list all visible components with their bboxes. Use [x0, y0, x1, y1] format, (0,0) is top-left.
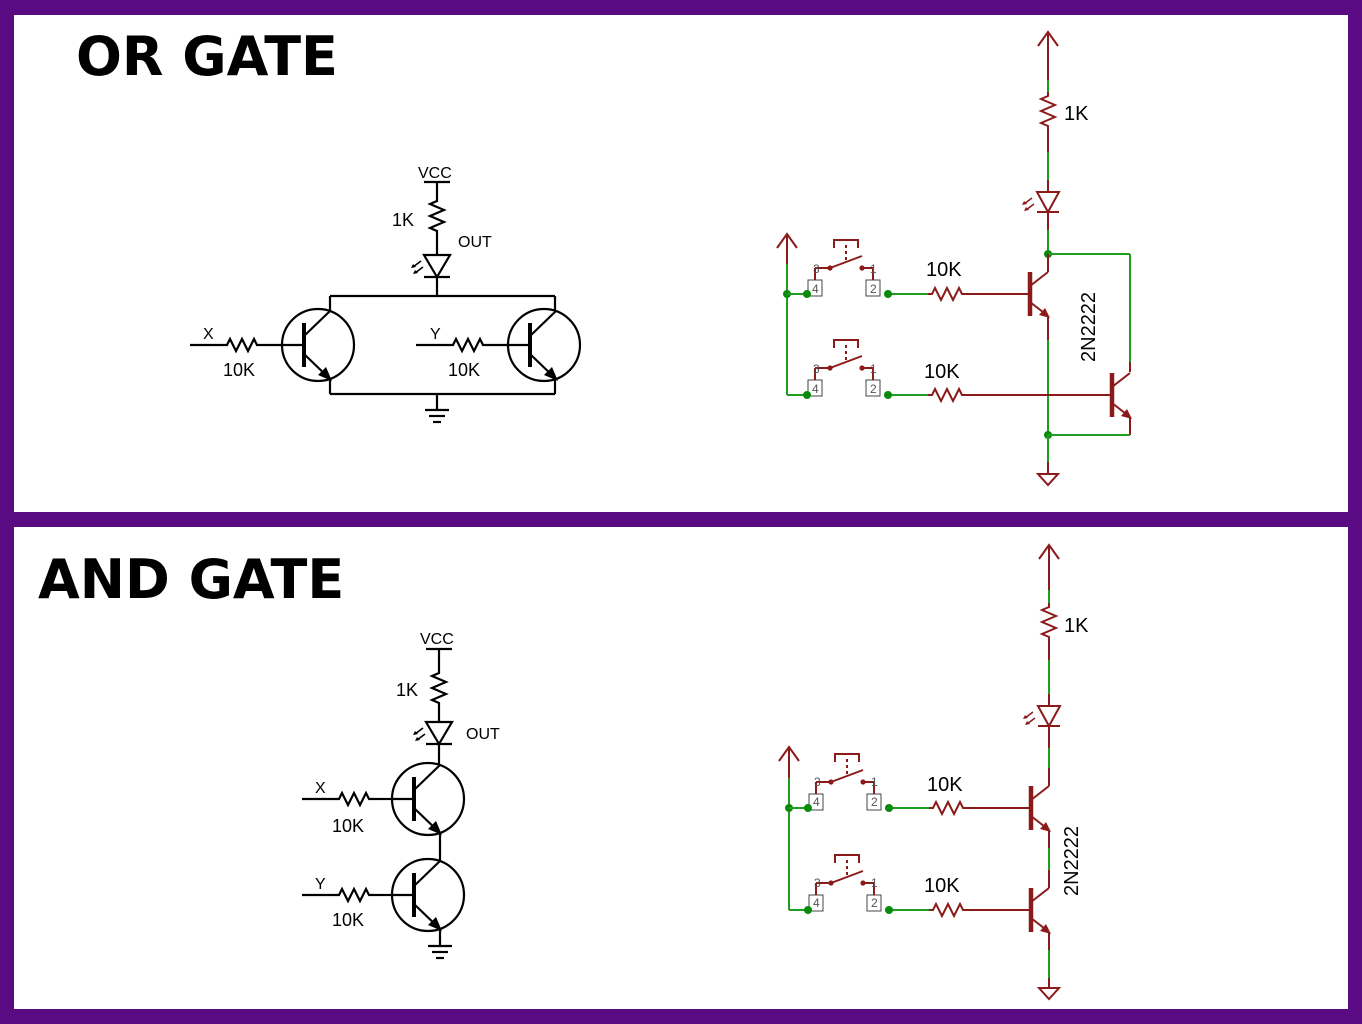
or-input-x: X	[203, 326, 214, 343]
svg-text:4: 4	[812, 282, 819, 296]
and-input-x: X	[315, 780, 326, 797]
svg-text:1: 1	[870, 362, 877, 376]
or-bb-res-a-label: 10K	[926, 259, 962, 281]
and-wiring: 1K 2N2222 10K 10K	[778, 544, 1089, 1000]
svg-text:1: 1	[870, 262, 877, 276]
or-vcc-label: VCC	[418, 165, 452, 182]
or-bb-pullup-label: 1K	[1064, 103, 1089, 125]
svg-text:2: 2	[870, 382, 877, 396]
and-bb-transistor-label: 2N2222	[1061, 826, 1083, 896]
and-panel	[14, 527, 1348, 1009]
or-pullup-label: 1K	[392, 210, 414, 230]
svg-text:3: 3	[814, 775, 821, 789]
or-panel	[14, 15, 1348, 512]
svg-text:4: 4	[813, 896, 820, 910]
svg-text:3: 3	[814, 876, 821, 890]
and-res-y-label: 10K	[332, 910, 364, 930]
and-out-label: OUT	[466, 726, 500, 743]
or-res-x-label: 10K	[223, 360, 255, 380]
and-vcc-label: VCC	[420, 631, 454, 648]
svg-text:1: 1	[871, 876, 878, 890]
svg-text:2: 2	[870, 282, 877, 296]
svg-text:1: 1	[871, 775, 878, 789]
and-pullup-label: 1K	[396, 680, 418, 700]
and-bb-res-b-label: 10K	[924, 875, 960, 897]
or-bb-transistor-label: 2N2222	[1078, 292, 1100, 362]
and-gate-title: AND GATE	[38, 548, 344, 611]
or-bb-res-b-label: 10K	[924, 361, 960, 383]
or-schematic: VCC 1K OUT X 10K Y 10K	[190, 165, 582, 424]
and-schematic: VCC 1K OUT X 10K Y 10K	[302, 631, 500, 960]
svg-text:2: 2	[871, 896, 878, 910]
and-bb-res-a-label: 10K	[927, 774, 963, 796]
and-res-x-label: 10K	[332, 816, 364, 836]
svg-text:4: 4	[812, 382, 819, 396]
or-wiring: 1K 2N2222 10K 10K	[776, 31, 1132, 486]
or-out-label: OUT	[458, 234, 492, 251]
and-input-y: Y	[315, 876, 326, 893]
or-input-y: Y	[430, 326, 441, 343]
and-bb-pullup-label: 1K	[1064, 615, 1089, 637]
svg-text:3: 3	[813, 362, 820, 376]
or-gate-title: OR GATE	[76, 25, 338, 88]
svg-text:3: 3	[813, 262, 820, 276]
svg-text:4: 4	[813, 795, 820, 809]
or-res-y-label: 10K	[448, 360, 480, 380]
svg-text:2: 2	[871, 795, 878, 809]
